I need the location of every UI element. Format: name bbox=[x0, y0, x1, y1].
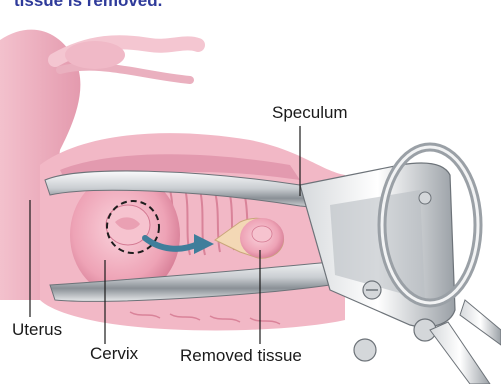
speculum-label: Speculum bbox=[272, 103, 348, 123]
cervix-label: Cervix bbox=[90, 344, 138, 364]
caption-text: tissue is removed. bbox=[14, 0, 162, 11]
uterus-label: Uterus bbox=[12, 320, 62, 340]
removed-tissue-label: Removed tissue bbox=[180, 346, 302, 366]
speculum-body bbox=[300, 147, 501, 384]
